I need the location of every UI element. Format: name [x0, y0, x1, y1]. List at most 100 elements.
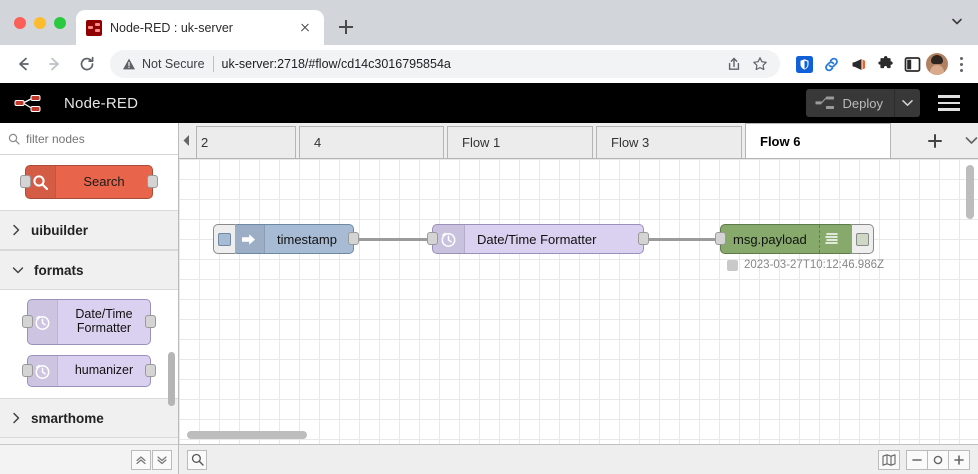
nodered-header: Node-RED Deploy	[0, 83, 978, 123]
palette-quick-section: Search	[0, 155, 178, 210]
divider	[212, 56, 214, 72]
flow-tab-actions	[891, 123, 978, 158]
wire-formatter-to-debug[interactable]	[639, 238, 725, 241]
shield-extension-icon[interactable]	[794, 54, 814, 74]
kebab-menu-icon[interactable]	[952, 53, 970, 75]
node-input-port[interactable]	[22, 364, 33, 377]
flow-tab-label: Flow 3	[611, 135, 650, 150]
star-icon[interactable]	[752, 56, 768, 72]
browser-tab[interactable]: Node-RED : uk-server	[76, 10, 324, 45]
browser-toolbar: Not Secure uk-server:2718/#flow/cd14c301…	[0, 45, 978, 83]
flow-tab-label: Flow 6	[760, 133, 801, 149]
maximize-window-button[interactable]	[54, 16, 66, 29]
close-icon[interactable]	[296, 19, 314, 37]
flow-tab-label: Flow 1	[462, 135, 501, 150]
close-window-button[interactable]	[14, 16, 26, 29]
debug-toggle-button[interactable]	[852, 224, 874, 254]
flow-tab-flow-6[interactable]: Flow 6	[745, 123, 891, 158]
browser-tab-strip: Node-RED : uk-server	[0, 0, 978, 45]
megaphone-extension-icon[interactable]	[848, 54, 868, 74]
canvas-horizontal-scrollbar[interactable]	[187, 431, 307, 439]
node-input-port[interactable]	[20, 175, 31, 188]
node-output-port[interactable]	[147, 175, 158, 188]
not-secure-indicator[interactable]: Not Secure	[122, 57, 205, 71]
address-bar[interactable]: Not Secure uk-server:2718/#flow/cd14c301…	[110, 50, 780, 78]
palette-node-search[interactable]: Search	[20, 165, 158, 199]
window-traffic-lights	[10, 0, 76, 45]
plus-icon[interactable]	[948, 449, 970, 470]
reload-icon[interactable]	[72, 49, 102, 79]
palette-category-uibuilder[interactable]: uibuilder	[0, 210, 178, 250]
deploy-button[interactable]: Deploy	[805, 89, 920, 117]
url-text: uk-server:2718/#flow/cd14c3016795854a	[221, 57, 451, 71]
minus-icon[interactable]	[906, 449, 928, 470]
status-dot-icon	[727, 259, 738, 271]
circle-icon[interactable]	[927, 449, 949, 470]
deploy-dropdown-chevron-down-icon[interactable]	[894, 89, 920, 117]
minimize-window-button[interactable]	[34, 16, 46, 29]
node-input-port[interactable]	[427, 232, 438, 245]
flow-tab-flow-3[interactable]: Flow 3	[596, 126, 742, 158]
flow-node-label: Date/Time Formatter	[477, 231, 597, 247]
hamburger-menu-icon[interactable]	[934, 91, 964, 115]
palette-category-smarthome[interactable]: smarthome	[0, 398, 178, 438]
palette-scroll-area[interactable]: Search uibuilder for	[0, 155, 178, 444]
palette-category-formats[interactable]: formats	[0, 250, 178, 290]
forward-arrow-icon[interactable]	[40, 49, 70, 79]
search-icon	[26, 166, 56, 198]
puzzle-extensions-icon[interactable]	[875, 54, 895, 74]
flow-tab-2[interactable]: 2	[196, 126, 296, 158]
flow-node-debug[interactable]: msg.payload	[715, 224, 874, 254]
nodered-favicon	[86, 19, 102, 36]
flow-canvas[interactable]: timestamp Date/Time Formatter	[179, 159, 978, 444]
chevron-down-icon[interactable]	[965, 136, 978, 145]
flow-node-date-time-formatter[interactable]: Date/Time Formatter	[427, 224, 649, 254]
arrow-right-icon	[233, 225, 265, 253]
omnibox-actions	[726, 56, 768, 72]
chevron-double-down-icon[interactable]	[152, 449, 172, 470]
nodered-header-actions: Deploy	[805, 89, 964, 117]
clock-icon	[433, 225, 465, 253]
flow-tab-4[interactable]: 4	[299, 126, 444, 158]
sidepanel-icon[interactable]	[902, 54, 922, 74]
map-navigator-icon[interactable]	[878, 449, 900, 470]
palette-footer	[0, 444, 178, 474]
palette-node-humanizer[interactable]: humanizer	[22, 355, 156, 387]
flow-tab-label: 2	[201, 135, 209, 150]
node-output-port[interactable]	[348, 232, 359, 245]
inject-trigger-button[interactable]	[213, 224, 235, 254]
palette-node-label: humanizer	[74, 363, 134, 378]
search-icon[interactable]	[187, 449, 207, 470]
extensions-row	[788, 54, 922, 74]
canvas-vertical-scrollbar[interactable]	[966, 165, 974, 219]
filter-nodes-input[interactable]	[26, 131, 146, 146]
chevron-right-icon	[12, 224, 21, 236]
node-output-port[interactable]	[145, 315, 156, 328]
new-tab-button[interactable]	[332, 13, 360, 41]
palette-scrollbar[interactable]	[168, 352, 175, 406]
deploy-main[interactable]: Deploy	[806, 89, 894, 117]
share-icon[interactable]	[726, 56, 742, 72]
canvas-footer	[179, 444, 978, 474]
palette-node-date-time-formatter[interactable]: Date/Time Formatter	[22, 299, 156, 345]
flow-node-inject-timestamp[interactable]: timestamp	[213, 224, 359, 254]
palette-filter-row[interactable]	[0, 123, 178, 155]
node-input-port[interactable]	[715, 232, 726, 245]
node-input-port[interactable]	[22, 315, 33, 328]
nodered-brand: Node-RED	[14, 92, 138, 114]
chevron-down-icon[interactable]	[950, 14, 964, 28]
caret-left-icon[interactable]	[179, 123, 193, 158]
plus-icon[interactable]	[927, 133, 943, 149]
chevron-double-up-icon[interactable]	[131, 449, 151, 470]
palette-category-label: uibuilder	[31, 222, 88, 238]
flow-tab-flow-1[interactable]: Flow 1	[447, 126, 593, 158]
warning-triangle-icon	[122, 57, 136, 71]
node-output-port[interactable]	[638, 232, 649, 245]
back-arrow-icon[interactable]	[8, 49, 38, 79]
wire-inject-to-formatter[interactable]	[349, 238, 437, 241]
avatar[interactable]	[926, 53, 948, 75]
palette-category-label: smarthome	[31, 410, 104, 426]
link-extension-icon[interactable]	[821, 54, 841, 74]
node-output-port[interactable]	[145, 364, 156, 377]
nodered-body: Search uibuilder for	[0, 123, 978, 474]
